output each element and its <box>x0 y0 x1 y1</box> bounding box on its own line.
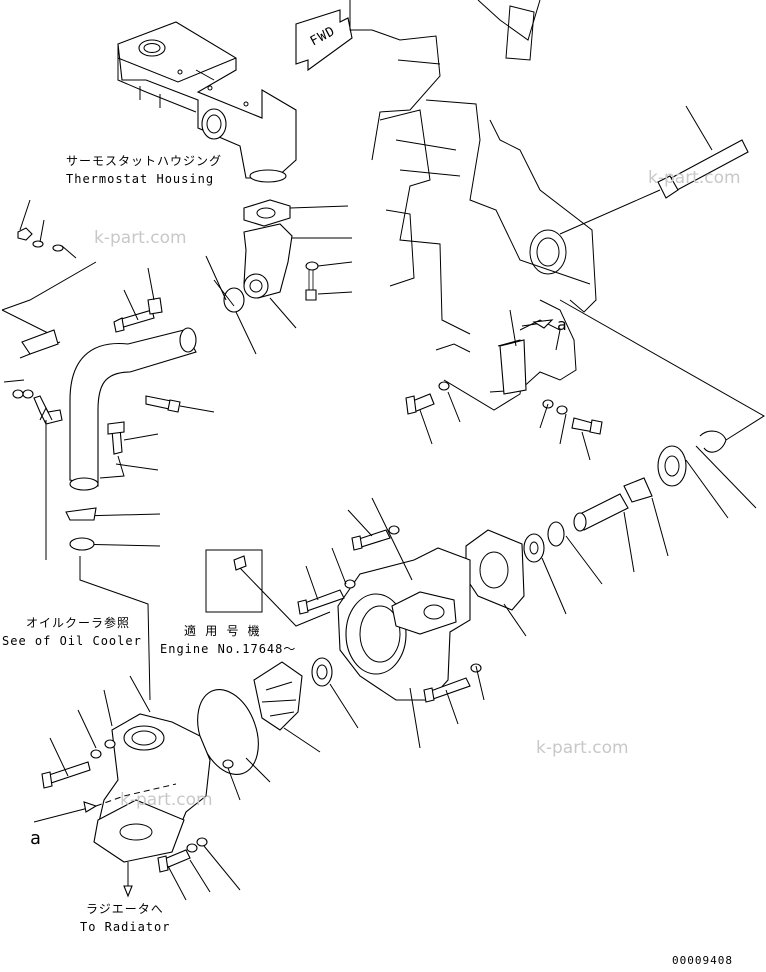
ref-dashed-line <box>95 783 177 807</box>
gasket-plate <box>465 529 527 637</box>
oil-cooler-label-en: See of Oil Cooler <box>2 634 142 648</box>
water-pipe <box>1 261 197 491</box>
oil-cooler-label-jp: オイルクーラ参照 <box>26 616 131 630</box>
housing-bolts <box>297 497 485 725</box>
engine-no-callout <box>205 549 331 627</box>
watermark: k-part.com <box>94 228 187 248</box>
drawing-number: 00009408 <box>672 954 733 967</box>
ref-a-label-top: a <box>557 315 568 334</box>
watermark: k-part.com <box>120 790 213 810</box>
elbow-lower-fasteners <box>33 689 241 901</box>
pump-internals <box>523 299 765 615</box>
elbow-fasteners <box>205 255 353 355</box>
engine-number-label: Engine No.17648～ <box>160 642 297 656</box>
upper-left-fasteners <box>3 199 235 701</box>
ref-a-label-bottom: a <box>30 828 42 849</box>
long-bolt <box>559 105 749 235</box>
thermostat-housing-label-en: Thermostat Housing <box>66 172 215 186</box>
impeller <box>253 657 359 753</box>
lower-elbow <box>93 675 211 898</box>
thermostat-housing <box>117 21 297 183</box>
gasket-elbow <box>243 199 352 329</box>
fwd-arrow-shape <box>295 9 353 72</box>
radiator-label-en: To Radiator <box>80 920 171 934</box>
bracket <box>405 309 603 461</box>
watermark: k-part.com <box>536 738 629 758</box>
pump-housing <box>337 547 471 749</box>
thermostat-housing-label-jp: サーモスタットハウジング <box>66 154 223 168</box>
radiator-label-jp: ラジエータへ <box>86 902 164 916</box>
applicable-machine-label-jp: 適 用 号 機 <box>184 624 261 638</box>
watermark: k-part.com <box>648 168 741 188</box>
